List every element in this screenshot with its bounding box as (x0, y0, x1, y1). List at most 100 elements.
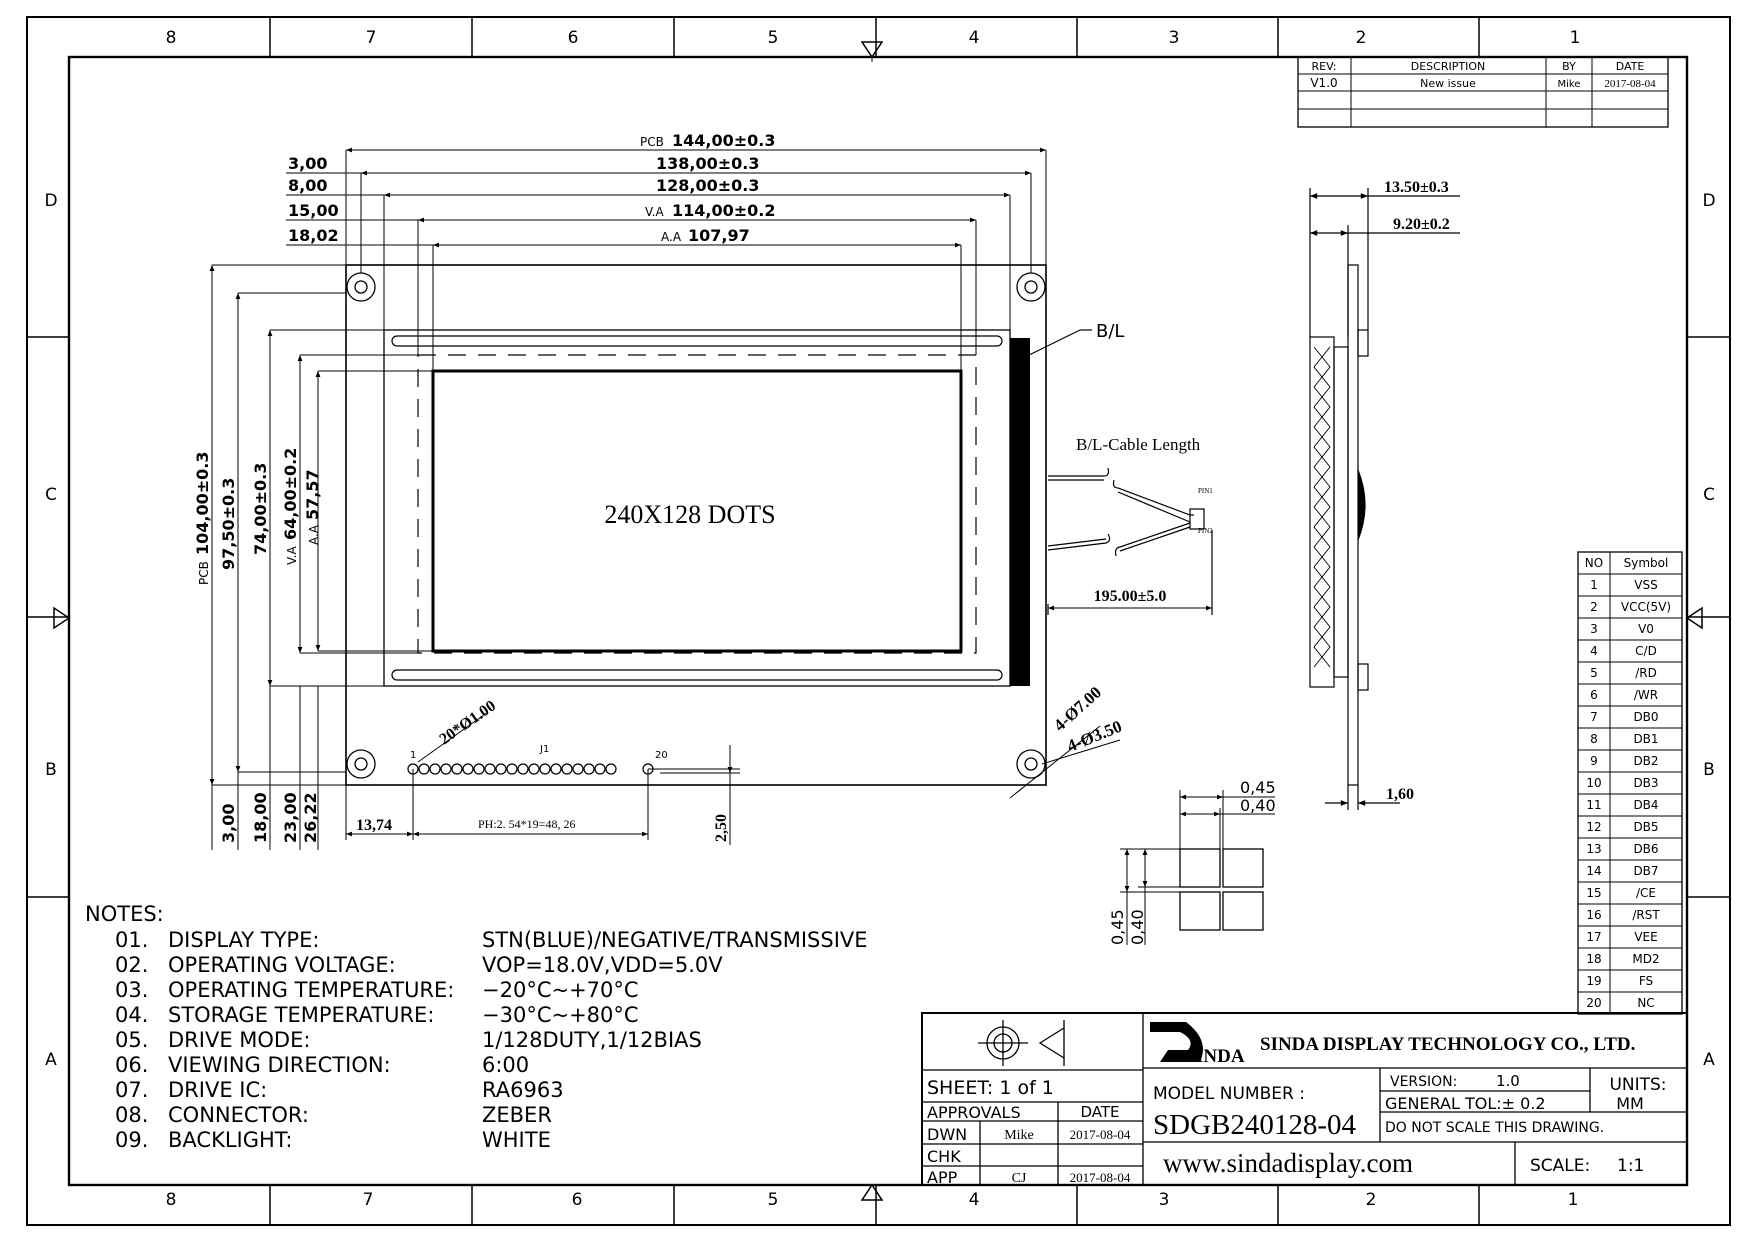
row-label-b: B (45, 760, 57, 780)
note-number: 02. (115, 953, 148, 977)
dim-h-128: 128,00±0.3 (656, 176, 760, 195)
cable-pin2-label: PIN2 (1198, 527, 1213, 535)
notes: NOTES: 01.DISPLAY TYPE:STN(BLUE)/NEGATIV… (85, 902, 868, 1152)
resolution-label: 240X128 DOTS (604, 500, 775, 529)
cable-pin1-label: PIN1 (1198, 487, 1213, 495)
col-label-4: 4 (969, 28, 980, 48)
note-label: OPERATING TEMPERATURE: (168, 978, 454, 1002)
note-number: 01. (115, 928, 148, 952)
connector-pin-first: 1 (410, 750, 416, 761)
pin-table-cell-symbol: DB0 (1633, 710, 1658, 724)
pin-table-cell-no: 10 (1586, 776, 1601, 790)
note-label: OPERATING VOLTAGE: (168, 953, 396, 977)
model-label: MODEL NUMBER : (1153, 1084, 1305, 1104)
row-label-d-right: D (1702, 191, 1715, 211)
col-label-3: 3 (1169, 28, 1180, 48)
col-label-5: 5 (768, 28, 779, 48)
col-label-4-bottom: 4 (969, 1190, 980, 1210)
date-header: DATE (1080, 1103, 1119, 1121)
dim-h-pcb-prefix: PCB (640, 135, 664, 149)
model-number: SDGB240128-04 (1153, 1109, 1357, 1141)
row-label-b-right: B (1703, 760, 1715, 780)
app-date: 2017-08-04 (1070, 1170, 1131, 1185)
pad-spec-label: 20*Ø1.00 (437, 697, 500, 748)
notes-title: NOTES: (85, 902, 164, 926)
mounting-holes (346, 272, 1046, 779)
pin-table-cell-symbol: /CE (1636, 886, 1656, 900)
pin-table-cell-symbol: /RD (1635, 666, 1657, 680)
dim-bottom-26: 26,22 (301, 792, 320, 843)
sheet-label: SHEET: 1 of 1 (927, 1077, 1054, 1099)
front-view: 240X128 DOTS B/L 1 20 J1 20*Ø1.00 (193, 131, 1213, 850)
row-label-d: D (44, 191, 57, 211)
pin-table-cell-no: 7 (1590, 710, 1598, 724)
dim-v-97: 97,50±0.3 (219, 478, 238, 570)
col-label-6: 6 (568, 28, 579, 48)
pin-table-cell-symbol: DB1 (1633, 732, 1658, 746)
pin-table-cell-no: 12 (1586, 820, 1601, 834)
pin-table-cell-no: 6 (1590, 688, 1598, 702)
connector-pin-last: 20 (655, 750, 668, 761)
revision-table: REV: DESCRIPTION BY DATE V1.0 New issue … (1297, 56, 1669, 128)
row-label-a-right: A (1703, 1050, 1715, 1070)
pin-table-header-no: NO (1585, 556, 1603, 570)
units-value: MM (1616, 1094, 1644, 1113)
pcb-outline (345, 264, 1047, 786)
rev-header-by: BY (1562, 60, 1576, 73)
note-number: 09. (115, 1128, 148, 1152)
title-block: SHEET: 1 of 1 APPROVALS DATE DWN Mike 20… (921, 1012, 1688, 1187)
note-value: RA6963 (482, 1078, 564, 1102)
note-value: VOP=18.0V,VDD=5.0V (482, 953, 723, 977)
company-name: SINDA DISPLAY TECHNOLOGY CO., LTD. (1260, 1034, 1635, 1055)
pin-table-cell-symbol: V0 (1638, 622, 1654, 636)
note-value: 1/128DUTY,1/12BIAS (482, 1028, 702, 1052)
pin-table-cell-no: 2 (1590, 600, 1598, 614)
units-label: UNITS: (1609, 1075, 1666, 1095)
row-label-a: A (45, 1050, 57, 1070)
dot-pitch-v: 0,45 (1108, 909, 1127, 945)
website: www.sindadisplay.com (1163, 1148, 1413, 1178)
dwn-label: DWN (927, 1125, 967, 1144)
dim-h-va-prefix: V.A (645, 205, 664, 219)
dim-v-va-prefix: V.A (285, 546, 299, 565)
rev-header-rev: REV: (1312, 60, 1337, 73)
col-label-5-bottom: 5 (768, 1190, 779, 1210)
note-number: 05. (115, 1028, 148, 1052)
pin-table-cell-no: 15 (1586, 886, 1601, 900)
approvals-label: APPROVALS (927, 1103, 1021, 1122)
note-value: ZEBER (482, 1103, 552, 1127)
col-label-2-bottom: 2 (1366, 1190, 1377, 1210)
dim-h-aa: 107,97 (688, 226, 750, 245)
row-label-c: C (45, 485, 57, 505)
dim-bottom-3: 3,00 (219, 804, 238, 843)
pin-table-cell-symbol: DB7 (1633, 864, 1658, 878)
dot-size-v: 0,40 (1128, 909, 1147, 945)
version-label: VERSION: (1390, 1074, 1457, 1090)
note-value: −20°C~+70°C (482, 978, 639, 1002)
connector-pitch: PH:2. 54*19=48, 26 (478, 817, 575, 831)
pin-table-header-symbol: Symbol (1624, 556, 1669, 570)
pin-table-cell-no: 14 (1586, 864, 1601, 878)
rev-header-date: DATE (1616, 60, 1645, 73)
active-area (431, 369, 963, 653)
dim-offset-18: 18,02 (288, 226, 339, 245)
col-label-3-bottom: 3 (1159, 1190, 1170, 1210)
col-label-1-bottom: 1 (1568, 1190, 1579, 1210)
side-dim-pcb: 1,60 (1386, 786, 1414, 803)
pin-table-cell-symbol: DB2 (1633, 754, 1658, 768)
pin-table-cell-no: 8 (1590, 732, 1598, 746)
note-label: BACKLIGHT: (168, 1128, 292, 1152)
col-label-2: 2 (1356, 28, 1367, 48)
col-label-7-bottom: 7 (363, 1190, 374, 1210)
note-label: DRIVE IC: (168, 1078, 267, 1102)
projection-symbol-icon (978, 1020, 1065, 1066)
note-number: 07. (115, 1078, 148, 1102)
note-value: STN(BLUE)/NEGATIVE/TRANSMISSIVE (482, 928, 868, 952)
note-label: STORAGE TEMPERATURE: (168, 1003, 434, 1027)
note-label: VIEWING DIRECTION: (168, 1053, 391, 1077)
dim-v-74: 74,00±0.3 (251, 463, 270, 555)
dot-pitch-h: 0,45 (1240, 778, 1276, 797)
rev-cell-by: Mike (1558, 79, 1581, 90)
pin-table-cell-no: 4 (1590, 644, 1598, 658)
